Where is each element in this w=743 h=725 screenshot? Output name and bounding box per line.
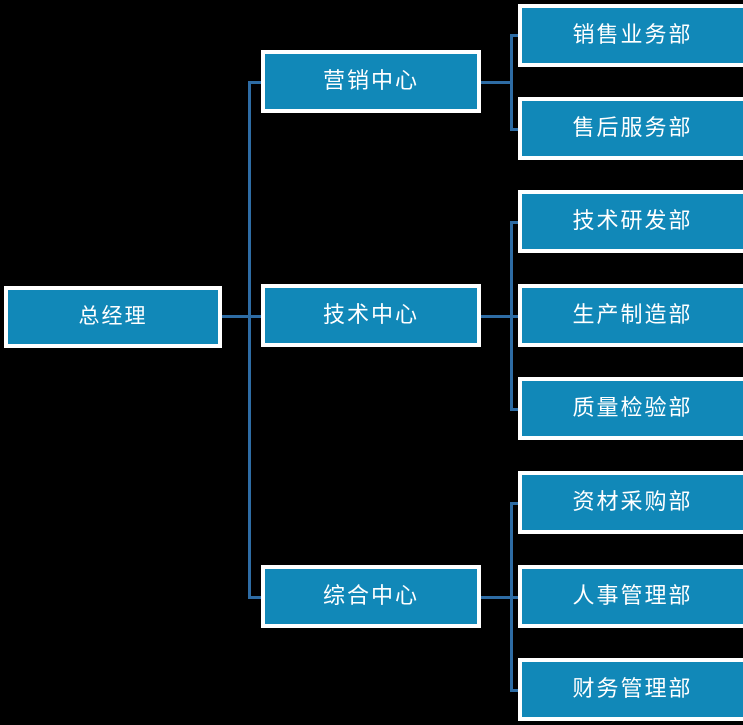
connector-dept-stub-quality: [510, 408, 524, 411]
node-aftersales-service-dept[interactable]: 售后服务部: [518, 97, 743, 160]
node-label: 总经理: [78, 305, 148, 329]
connector-root-trunk: [248, 81, 251, 598]
node-quality-inspection-dept[interactable]: 质量检验部: [518, 377, 743, 440]
node-label: 综合中心: [322, 583, 419, 609]
connector-marketing-trunk: [510, 34, 513, 130]
node-general-manager[interactable]: 总经理: [4, 286, 222, 348]
node-general-center[interactable]: 综合中心: [261, 565, 481, 628]
node-finance-management-dept[interactable]: 财务管理部: [518, 658, 743, 721]
node-label: 销售业务部: [572, 22, 693, 48]
connector-dept-stub-procurement: [510, 502, 524, 505]
node-sales-business-dept[interactable]: 销售业务部: [518, 4, 743, 67]
node-hr-management-dept[interactable]: 人事管理部: [518, 565, 743, 628]
node-label: 技术中心: [322, 302, 419, 328]
node-label: 财务管理部: [572, 676, 693, 702]
connector-dept-stub-aftersales: [510, 128, 524, 131]
connector-root-stub: [220, 315, 250, 318]
connector-center-stub-technology: [248, 315, 264, 318]
node-label: 营销中心: [322, 68, 419, 94]
connector-marketing-stub: [481, 81, 513, 84]
node-label: 人事管理部: [572, 583, 693, 609]
connector-dept-stub-hr: [510, 596, 524, 599]
connector-dept-stub-production: [510, 315, 524, 318]
node-label: 质量检验部: [572, 395, 693, 421]
node-technology-center[interactable]: 技术中心: [261, 284, 481, 347]
connector-general-stub: [481, 596, 513, 599]
node-label: 资材采购部: [572, 489, 693, 515]
node-label: 生产制造部: [572, 302, 693, 328]
node-label: 售后服务部: [572, 115, 693, 141]
connector-center-stub-marketing: [248, 81, 264, 84]
node-material-procurement-dept[interactable]: 资材采购部: [518, 471, 743, 534]
node-production-dept[interactable]: 生产制造部: [518, 284, 743, 347]
connector-dept-stub-rd: [510, 221, 524, 224]
node-rd-dept[interactable]: 技术研发部: [518, 190, 743, 253]
connector-technology-stub: [481, 315, 513, 318]
connector-center-stub-general: [248, 596, 264, 599]
connector-dept-stub-sales: [510, 34, 524, 37]
node-marketing-center[interactable]: 营销中心: [261, 50, 481, 113]
node-label: 技术研发部: [572, 208, 693, 234]
connector-dept-stub-finance: [510, 689, 524, 692]
